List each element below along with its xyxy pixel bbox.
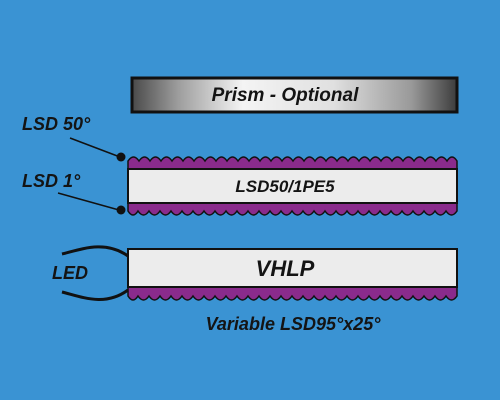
bottom-film-layer: VHLP: [127, 248, 458, 301]
prism-bar: [130, 76, 459, 114]
middle-film-bottom-diffuser: [127, 201, 458, 216]
prism-layer: Prism - Optional: [130, 76, 459, 114]
middle-film-layer: LSD50/1PE5: [127, 156, 458, 216]
led-reflector-top: [61, 245, 129, 258]
middle-film-top-diffuser: [127, 156, 458, 171]
callout-bottom-dot: [116, 205, 126, 215]
prism-label: Prism - Optional: [212, 85, 359, 106]
light-guide-label: VHLP: [256, 256, 315, 281]
callout-top-dot: [116, 152, 126, 162]
callout-top-label: LSD 50°: [22, 114, 91, 134]
callout-top-leader: [69, 137, 121, 158]
bottom-caption: Variable LSD95°x25°: [206, 314, 382, 334]
middle-film-label: LSD50/1PE5: [235, 177, 335, 196]
middle-film-core: [127, 168, 458, 204]
led-source: LED: [52, 245, 129, 301]
led-reflector-bottom: [61, 288, 129, 301]
callout-bottom-label: LSD 1°: [22, 171, 81, 191]
callout-top: LSD 50°: [22, 114, 126, 162]
callout-bottom-leader: [57, 192, 120, 211]
bottom-film-diffuser: [127, 285, 458, 301]
callout-bottom: LSD 1°: [22, 171, 126, 215]
light-guide-plate: [127, 248, 458, 288]
led-label: LED: [52, 263, 88, 283]
